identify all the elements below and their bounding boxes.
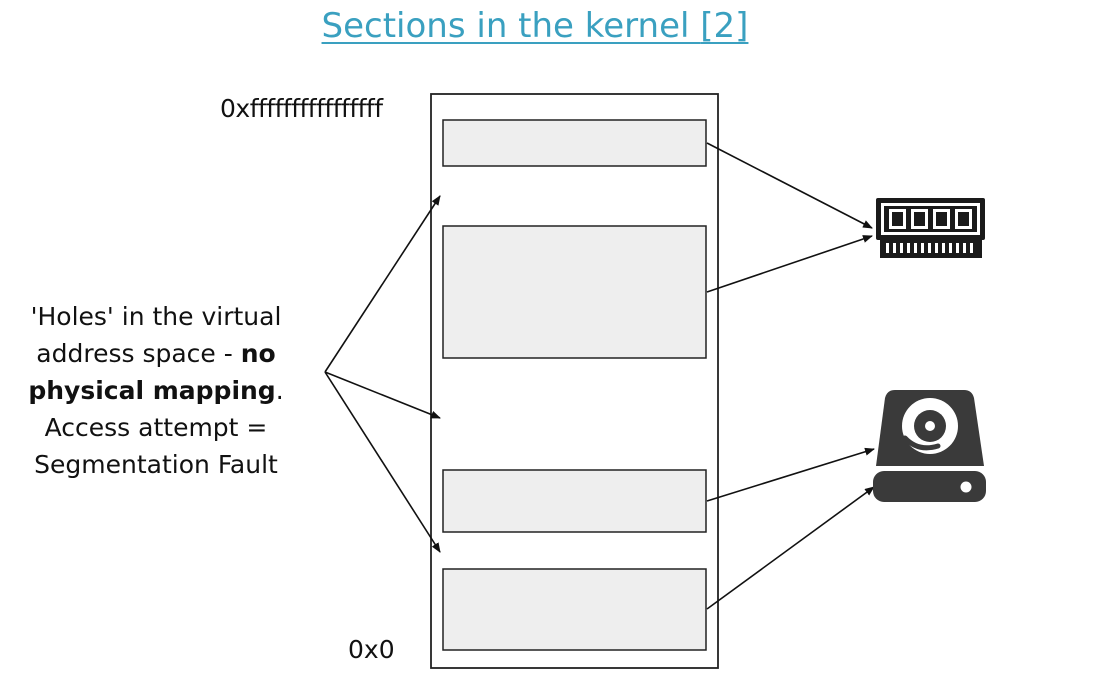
hard-drive-icon bbox=[873, 390, 986, 502]
hole-arrow-3 bbox=[324, 371, 441, 553]
address-high-label: 0xffffffffffffffff bbox=[220, 94, 383, 123]
mapped-section-3 bbox=[442, 469, 707, 533]
hole-arrow-1 bbox=[324, 195, 441, 373]
section-1-to-ram-arrow bbox=[706, 142, 873, 229]
section-3-to-disk-arrow bbox=[706, 447, 875, 502]
hole-arrow-2 bbox=[324, 371, 441, 419]
address-low-label: 0x0 bbox=[348, 635, 395, 664]
mapped-section-1 bbox=[442, 119, 707, 167]
section-4-to-disk-arrow bbox=[706, 486, 875, 610]
reference-link[interactable]: [2] bbox=[700, 6, 749, 46]
holes-line-3: physical mapping. bbox=[28, 376, 284, 405]
title-text: Sections in the kernel bbox=[321, 6, 701, 46]
holes-line-5: Segmentation Fault bbox=[34, 450, 278, 479]
mapped-section-4 bbox=[442, 568, 707, 651]
holes-line-1: 'Holes' in the virtual bbox=[30, 302, 282, 331]
section-2-to-ram-arrow bbox=[706, 235, 873, 293]
holes-line-4: Access attempt = bbox=[44, 413, 268, 442]
page-title: Sections in the kernel [2] bbox=[0, 6, 1070, 46]
holes-explanation: 'Holes' in the virtual address space - n… bbox=[10, 298, 302, 483]
mapped-section-2 bbox=[442, 225, 707, 359]
ram-chip-icon bbox=[876, 198, 985, 258]
holes-line-2: address space - no bbox=[36, 339, 276, 368]
